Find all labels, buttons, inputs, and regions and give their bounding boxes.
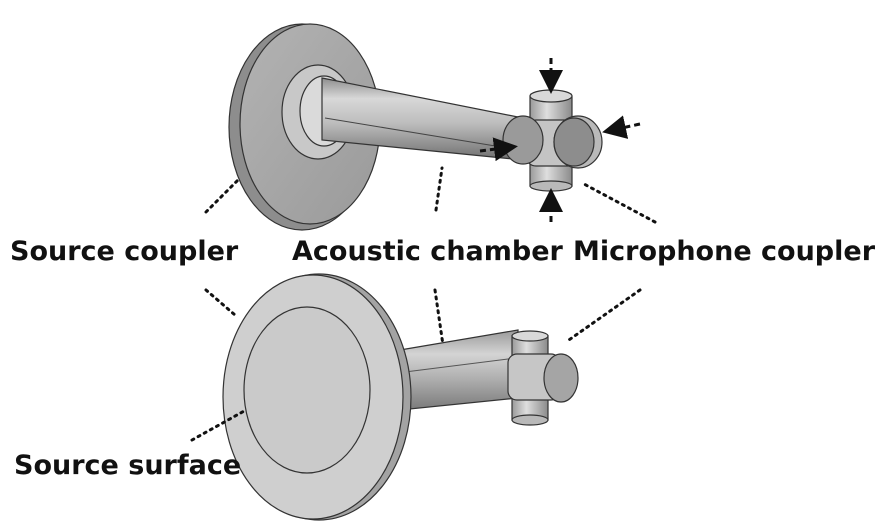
microphone-coupler-label: Microphone coupler xyxy=(573,236,875,267)
top-tube-highlight-line xyxy=(324,117,521,151)
leader-source-coupler-top xyxy=(204,178,240,214)
leader-source-surface xyxy=(190,408,248,442)
source-surface-label: Source surface xyxy=(14,450,242,481)
leader-lines xyxy=(190,166,657,442)
leader-acoustic-chamber-bottom xyxy=(433,288,445,347)
bottom-source-surface xyxy=(243,306,371,474)
leader-acoustic-chamber-top xyxy=(434,166,444,212)
top-arrow-right xyxy=(602,115,641,139)
top-microphone-coupler xyxy=(502,89,603,192)
source-coupler-label: Source coupler xyxy=(10,236,239,267)
top-assembly xyxy=(228,23,641,231)
top-arrow-left xyxy=(479,137,518,162)
leader-microphone-coupler-bottom xyxy=(564,288,642,344)
bottom-microphone-coupler xyxy=(507,330,579,426)
bottom-assembly xyxy=(222,273,579,521)
leader-source-coupler-bottom xyxy=(204,288,237,317)
leader-microphone-coupler-top xyxy=(582,182,657,224)
acoustic-chamber-label: Acoustic chamber xyxy=(292,236,563,267)
